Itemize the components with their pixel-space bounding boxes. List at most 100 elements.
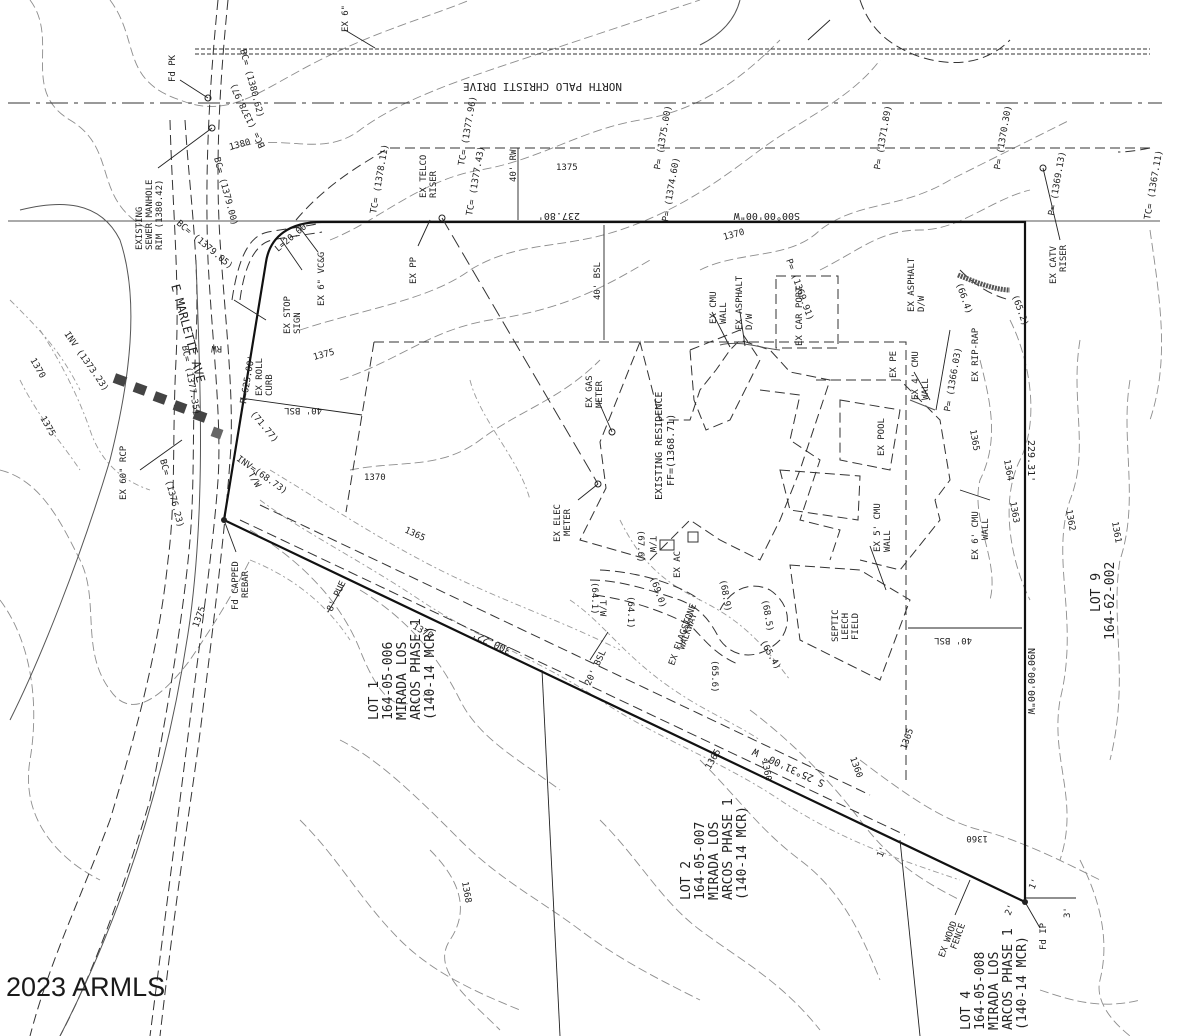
label-ex-cmu-wall-1: EX CMU — [709, 291, 719, 324]
elev-tc-1367-11: TC= (1367.11) — [1143, 149, 1165, 220]
label-ex-telco-1: EX TELCO — [419, 155, 429, 198]
elev-tc-1378-11: TC= (1378.11) — [369, 143, 391, 214]
lot1-line3: MIRADA LOS — [395, 642, 410, 720]
elev-tw-65-4: (65.4) — [757, 639, 782, 672]
lot4-line2: 164-05-008 — [973, 952, 988, 1030]
label-fd-pk: Fd PK — [168, 54, 178, 82]
lot4-line4: ARCOS PHASE 1 — [1001, 928, 1016, 1030]
elev-p-66-4: (66.4) — [953, 282, 974, 316]
label-ex-elec-2: METER — [563, 508, 573, 536]
label-sewer-2: SEWER MANHOLE — [145, 180, 155, 250]
label-septic-1: SEPTIC — [831, 609, 841, 642]
north-line-bearing: S00°00'00"W — [733, 210, 800, 221]
contour-label-1365a: 1365 — [403, 526, 427, 544]
label-ex-gas-2: METER — [595, 380, 605, 408]
contour-label-1361: 1361 — [1109, 521, 1123, 544]
lot4-line1: LOT 4 — [959, 991, 974, 1030]
lot2-line2: 164-05-007 — [693, 822, 708, 900]
lot9-line2: 164-62-002 — [1103, 562, 1118, 640]
contour-label-1375a: 1375 — [556, 163, 578, 173]
label-fd-capped-2: REBAR — [241, 570, 251, 598]
contour-label-1362: 1362 — [1063, 509, 1077, 532]
label-ex-car-port: EX CAR PORT — [795, 286, 805, 346]
contour-label-1368: 1368 — [459, 881, 473, 904]
east-line-length: 229.31' — [1025, 440, 1036, 482]
lot9-line1: LOT 9 — [1089, 573, 1104, 612]
label-ex-pool: EX POOL — [877, 418, 887, 456]
lot1-line4: ARCOS PHASE 1 — [409, 618, 424, 720]
contour-label-1375d: 1375 — [191, 605, 208, 629]
lot1-line5: (140-14 MCR) — [423, 626, 438, 720]
label-ex-roll-2: CURB — [265, 374, 275, 396]
elev-tw-68-5: (68.5) — [759, 599, 774, 633]
elev-p-1371-89: P= (1371.89) — [873, 105, 894, 171]
label-pue-8: 8' PUE — [326, 580, 349, 614]
label-ex-catv-2: RISER — [1059, 244, 1069, 272]
elev-tw-64-1b: (64.1) — [625, 596, 635, 629]
label-bsl-40-right: 40' BSL — [934, 635, 972, 645]
contour-label-1365b: 1365 — [967, 429, 981, 452]
contour-label-1370b: 1370 — [364, 473, 386, 483]
contour-label-1380: 1380 — [228, 138, 252, 153]
leader-lines — [139, 19, 1061, 929]
elev-inv-2: INV=(68.73) — [234, 454, 289, 496]
contour-label-1370d: 1370 — [27, 357, 47, 381]
label-ex-res-1: EXISTING RESIDENCE — [654, 392, 665, 500]
elev-bc-1379-05: BC= (1379.05) — [174, 219, 234, 272]
contour-label-1365d: 1365 — [899, 727, 916, 751]
label-ex-asphalt-2b: D/W — [917, 295, 927, 312]
elev-tw-71-77: (71.77) — [248, 410, 280, 445]
label-ex-stop-1: EX STOP — [283, 295, 293, 334]
storm-pipe-60-rcp — [112, 373, 224, 440]
lot4-line5: (140-14 MCR) — [1015, 936, 1030, 1030]
existing-improvements — [579, 272, 1011, 681]
label-dim-2: 2' — [1004, 903, 1018, 917]
label-fd-ip: Fd IP — [1039, 922, 1049, 950]
contour-label-1364: 1364 — [1001, 459, 1015, 482]
label-ex-5-cmu-1: EX 5' CMU — [873, 503, 883, 552]
contour-label-1375b: 1375 — [312, 348, 336, 363]
label-ex-60-rcp: EX 60" RCP — [119, 445, 129, 500]
label-ex-6-cmu-1: EX 6' CMU — [971, 511, 981, 560]
label-bsl-40-left: 40' BSL — [284, 405, 322, 415]
contour-label-1360c: 1360 — [966, 833, 988, 843]
label-rw-40: 40' RW — [509, 149, 519, 182]
elev-p-1366-03: P= (1366.03) — [943, 347, 964, 413]
street-lines — [8, 0, 1162, 1036]
label-bsl-40-top: 40' BSL — [593, 262, 603, 300]
lot-boundary — [222, 220, 1027, 904]
label-ex-telco-2: RISER — [429, 170, 439, 198]
label-ex-rip-rap: EX RIP-RAP — [971, 327, 981, 382]
elev-inv-1: INV (1373.23) — [62, 330, 111, 393]
label-ex-6-cmu-2: WALL — [981, 518, 991, 540]
copyright-watermark: 2023 ARMLS — [6, 972, 166, 1002]
label-dim-1a: 1' — [876, 845, 890, 859]
lot2-line3: MIRADA LOS — [707, 822, 722, 900]
elev-tw-65-6: (65.6) — [709, 660, 719, 693]
elev-tw-69-0: (69.0) — [647, 576, 668, 610]
elev-bc-1376-23: BC= (1376.23) — [157, 458, 185, 529]
label-ex-ac: EX AC — [673, 551, 683, 578]
elev-p-1370-30: P= (1370.30) — [993, 105, 1014, 171]
elev-p-1374-60: P= (1374.60) — [661, 157, 682, 223]
label-septic-2: LEECH — [841, 613, 851, 640]
label-ex-asphalt-dw-2: D/W — [745, 313, 755, 330]
label-ex-asphalt-2a: EX ASPHALT — [907, 257, 917, 312]
elev-tw-64-1a: (64.1) — [589, 582, 599, 615]
label-ex-pe: EX PE — [889, 351, 899, 378]
lot4-line3: MIRADA LOS — [987, 952, 1002, 1030]
lot2-line1: LOT 2 — [679, 861, 694, 900]
label-ex-asphalt-dw-1: EX ASPHALT — [735, 275, 745, 330]
label-ex-elec-1: EX ELEC — [553, 504, 563, 542]
street-name-north: NORTH PALO CHRISTI DRIVE — [463, 80, 622, 93]
north-line-length: 237.80' — [538, 210, 580, 221]
elev-tw-label-a: T/W — [647, 536, 657, 553]
lot-labels: LOT 1 164-05-006 MIRADA LOS ARCOS PHASE … — [367, 562, 1118, 1030]
elevation-labels: BC= (1380.62) BC= (1378.97) BC= (1379.00… — [27, 48, 1165, 904]
lot1-line2: 164-05-006 — [381, 642, 396, 720]
label-rw-left: RW — [211, 343, 222, 353]
contour-label-1375c: 1375 — [37, 415, 57, 439]
label-ex-pp: EX PP — [409, 256, 419, 284]
label-ex-6-vcg: EX 6" VC&G — [317, 252, 327, 306]
